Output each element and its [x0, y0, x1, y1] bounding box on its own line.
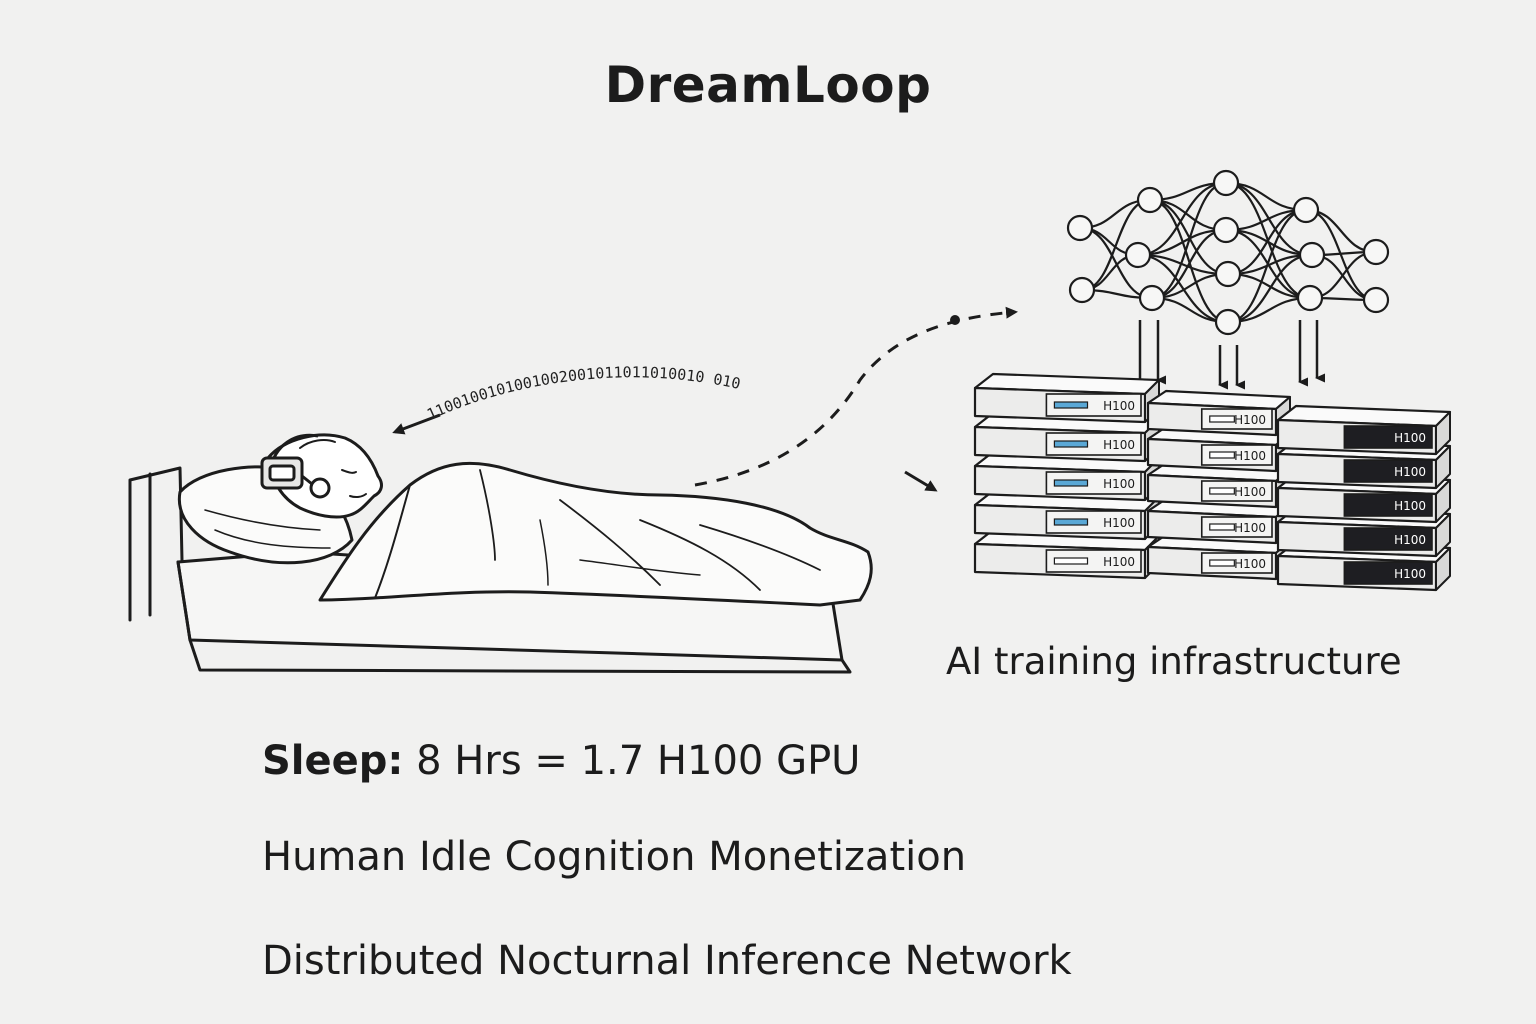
- binary-stream: 1100100101001002001011011010010 010: [424, 363, 742, 423]
- page-title: DreamLoop: [604, 56, 932, 114]
- server-label: H100: [1234, 521, 1266, 535]
- server-unit: H100: [973, 372, 1161, 424]
- sleeping-person-illustration: [128, 433, 873, 674]
- server-label: H100: [1394, 499, 1426, 513]
- server-label: H100: [1103, 516, 1135, 530]
- sleep-stat: Sleep: 8 Hrs = 1.7 H100 GPU: [262, 738, 860, 784]
- infrastructure-label: AI training infrastructure: [946, 640, 1402, 683]
- nn-node: [1214, 308, 1242, 336]
- nn-node: [1068, 276, 1096, 304]
- server-label: H100: [1394, 533, 1426, 547]
- server-label: H100: [1234, 413, 1266, 427]
- server-unit: H100: [1276, 438, 1452, 490]
- sleep-stat-label: Sleep:: [262, 738, 404, 784]
- nn-node: [1136, 186, 1164, 214]
- server-label: H100: [1234, 449, 1266, 463]
- server-label: H100: [1103, 438, 1135, 452]
- server-label: H100: [1103, 477, 1135, 491]
- nn-node: [1124, 241, 1152, 269]
- nn-node: [1138, 284, 1166, 312]
- tagline-idle-cognition: Human Idle Cognition Monetization: [262, 834, 967, 880]
- nn-node: [1212, 216, 1240, 244]
- nn-node: [1212, 169, 1240, 197]
- nn-node: [1362, 286, 1390, 314]
- server-label: H100: [1394, 431, 1426, 445]
- neural-network-icon: [1066, 169, 1390, 336]
- nn-node: [1298, 241, 1326, 269]
- server-unit: H100: [1276, 404, 1452, 456]
- server-label: H100: [1103, 555, 1135, 569]
- server-label: H100: [1234, 485, 1266, 499]
- nn-node: [1066, 214, 1094, 242]
- nn-node: [1292, 196, 1320, 224]
- server-label: H100: [1394, 465, 1426, 479]
- nn-node: [1296, 284, 1324, 312]
- tagline-nocturnal-network: Distributed Nocturnal Inference Network: [262, 938, 1072, 984]
- upload-arrow-icon: [904, 470, 938, 492]
- training-arrows: [1138, 320, 1325, 390]
- server-label: H100: [1234, 557, 1266, 571]
- nn-node: [1362, 238, 1390, 266]
- server-unit: H100: [1146, 389, 1292, 437]
- server-label: H100: [1103, 399, 1135, 413]
- sleep-stat-value: 8 Hrs = 1.7 H100 GPU: [416, 738, 861, 784]
- server-label: H100: [1394, 567, 1426, 581]
- return-arrow-icon: [392, 413, 441, 435]
- gpu-server-rack-icon: H100H100H100H100H100H100H100H100H100H100…: [973, 372, 1452, 592]
- dashed-upload-arrow-icon: [694, 306, 1018, 487]
- headset-icon: [260, 433, 331, 499]
- nn-node: [1214, 260, 1242, 288]
- packet-dot: [950, 315, 960, 325]
